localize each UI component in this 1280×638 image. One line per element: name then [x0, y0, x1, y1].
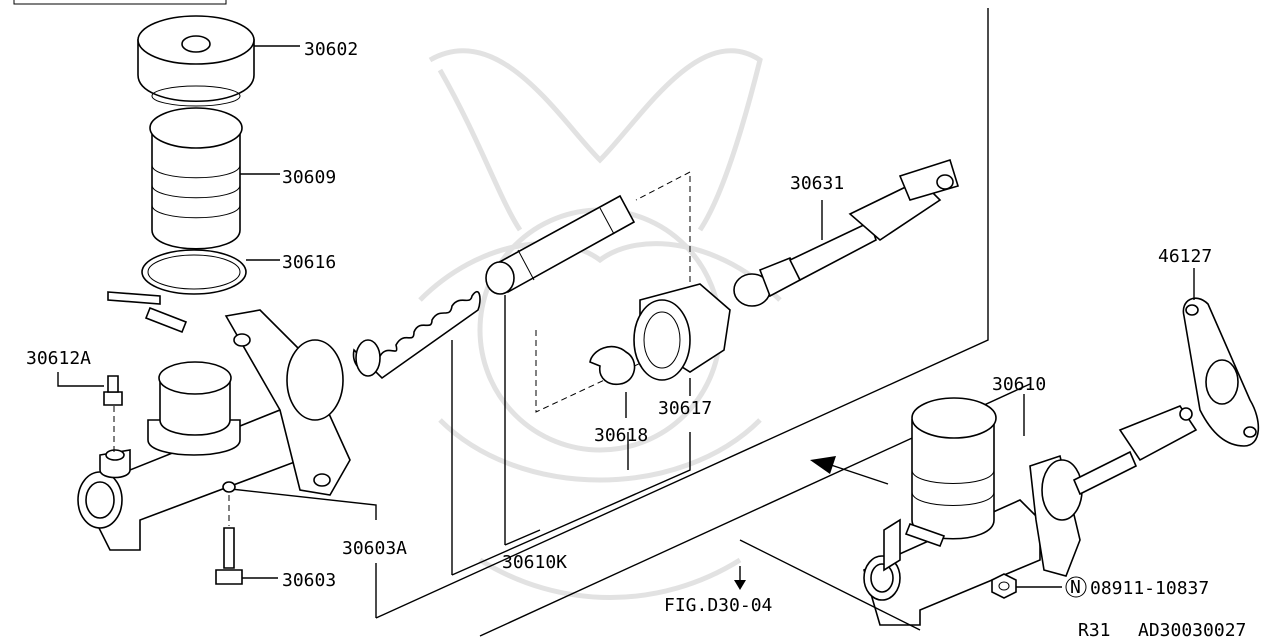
- callout-30603: 30603: [282, 570, 336, 591]
- callout-30631: 30631: [790, 173, 844, 194]
- piston-part: [485, 194, 636, 295]
- callout-30603A: 30603A: [342, 538, 407, 559]
- push-rod-part: [733, 158, 960, 307]
- callout-30617: 30617: [658, 398, 712, 419]
- fig-reference-arrow: [734, 539, 921, 631]
- bleeder-screw-part: [103, 375, 123, 452]
- nut-part: [991, 573, 1017, 599]
- gasket-part: [1182, 297, 1260, 447]
- circlip-part: [589, 345, 636, 386]
- reservoir-cap-part: [137, 15, 255, 107]
- model-code: R31: [1078, 620, 1111, 638]
- callout-30618: 30618: [594, 425, 648, 446]
- callout-30609: 30609: [282, 167, 336, 188]
- callout-fig-reference: FIG.D30-04: [664, 595, 772, 616]
- washer-and-bolt-part: [215, 481, 243, 585]
- callout-46127: 46127: [1158, 246, 1212, 267]
- leader-30612A: [57, 372, 104, 387]
- callout-30610: 30610: [992, 374, 1046, 395]
- callout-30616: 30616: [282, 252, 336, 273]
- frame-bracket: [13, 0, 227, 5]
- n-symbol: N: [1070, 577, 1081, 598]
- master-cylinder-body-part: [77, 309, 351, 551]
- callout-30612A: 30612A: [26, 348, 91, 369]
- assembly-direction-arrow: [810, 456, 889, 485]
- callout-30610K: 30610K: [502, 552, 567, 573]
- n-symbol-circle: [1065, 576, 1087, 598]
- hose-clamp-part: [107, 249, 247, 334]
- reservoir-tank-part: [149, 107, 243, 250]
- master-cylinder-assembly-part: [863, 397, 1198, 626]
- diagram-code: AD30030027: [1138, 620, 1246, 638]
- callout-08911-10837: 08911-10837: [1090, 578, 1209, 599]
- callout-30602: 30602: [304, 39, 358, 60]
- dust-boot-part: [633, 283, 731, 381]
- return-spring-part: [352, 290, 481, 380]
